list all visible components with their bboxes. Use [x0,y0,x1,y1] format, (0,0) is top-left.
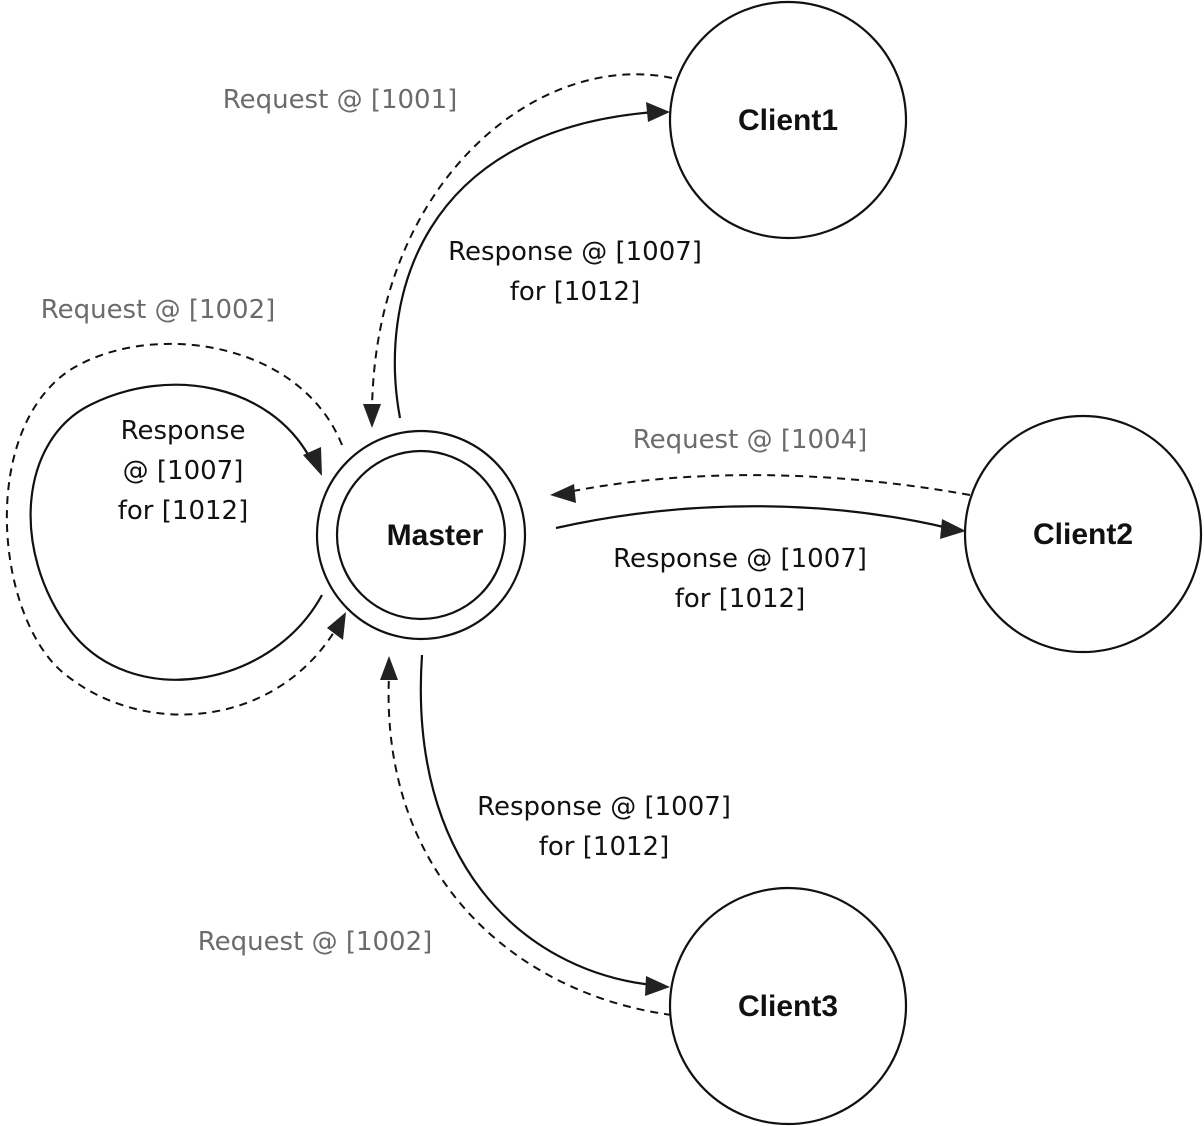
self-response-label-line1: Response [121,416,246,446]
client1-circle [668,0,908,240]
client2-response-arrowhead [940,519,966,539]
client2-request-label: Request @ [1004] [633,425,868,455]
client1-node: Client1 [668,0,908,240]
client3-response-edge [419,654,653,987]
self-request-edge [5,342,343,716]
client2-response-label-line2: for [1012] [675,584,805,614]
self-response-edge [29,383,323,681]
client1-request-label: Request @ [1001] [223,85,458,115]
client1-response-label-line1: Response @ [1007] [448,237,702,267]
master-inner-ring [335,449,507,621]
self-request-arrowhead [327,612,346,640]
client3-response-label-line1: Response @ [1007] [477,792,731,822]
client1-response-edge [393,110,656,419]
client3-request-label: Request @ [1002] [198,927,433,957]
master-node: Master [315,429,527,641]
client2-node: Client2 [963,414,1203,654]
client1-response-arrowhead [646,102,670,122]
client2-response-edge [555,505,949,530]
self-response-label-line2: @ [1007] [123,456,244,486]
client2-request-arrowhead [550,484,576,503]
self-request-label: Request @ [1002] [41,295,276,325]
client1-request-edge [371,73,673,411]
client2-request-edge [567,474,971,496]
self-response-label-line3: for [1012] [118,496,248,526]
client2-circle [963,414,1203,654]
client1-request-arrowhead [363,404,381,428]
client3-circle [668,886,908,1126]
client2-label: Client2 [1033,518,1133,551]
self-response-arrowhead [303,447,322,476]
client2-response-label-line1: Response @ [1007] [613,544,867,574]
client1-response-label-line2: for [1012] [510,277,640,307]
client1-label: Client1 [738,104,838,137]
client3-node: Client3 [668,886,908,1126]
master-label: Master [387,519,484,552]
client3-label: Client3 [738,990,838,1023]
client3-response-arrowhead [645,976,670,996]
client3-request-arrowhead [380,656,398,680]
client3-request-edge [387,675,673,1016]
client3-response-label-line2: for [1012] [539,832,669,862]
